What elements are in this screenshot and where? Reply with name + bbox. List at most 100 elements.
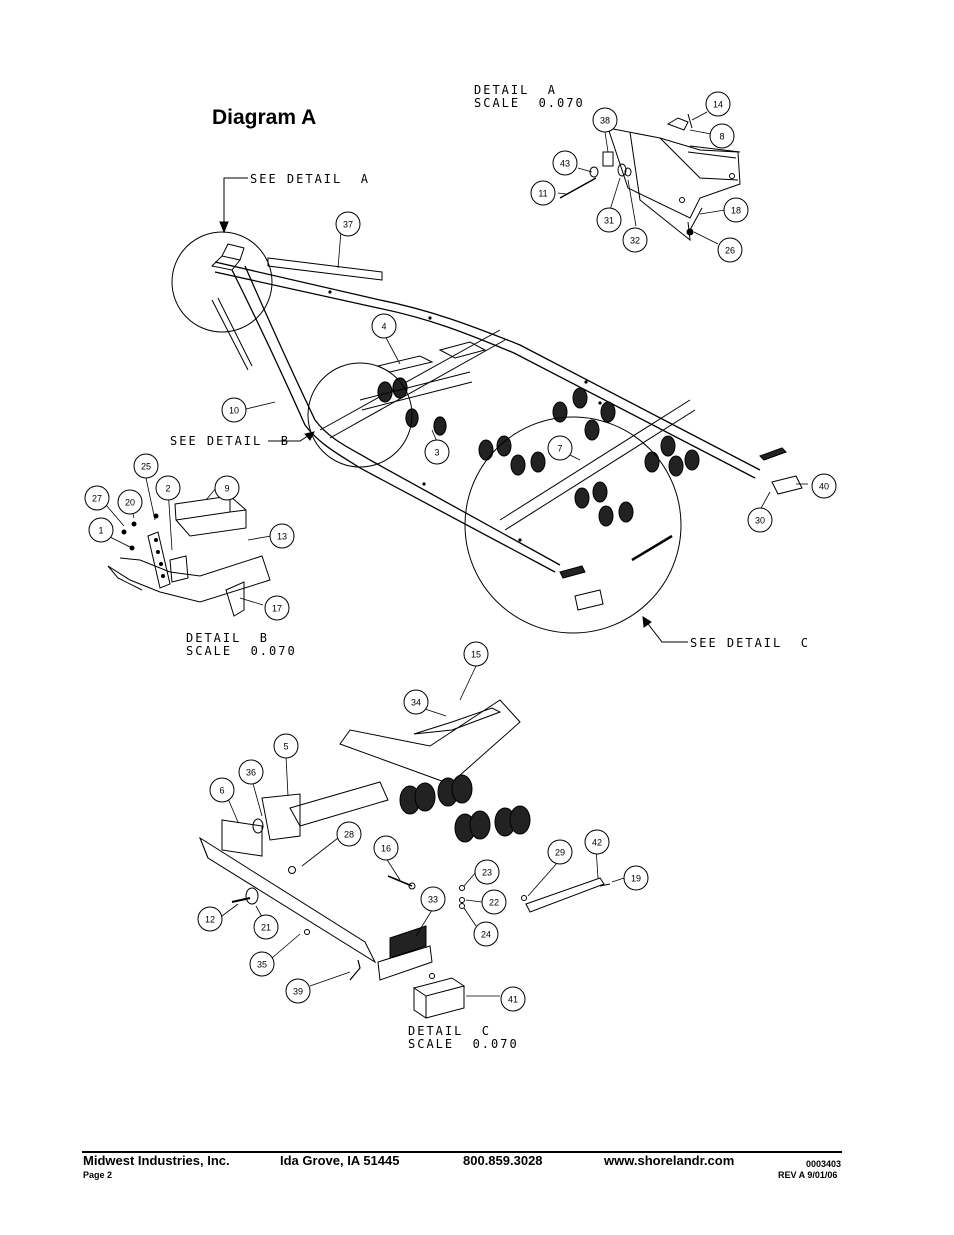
callout-label-13: 13: [277, 532, 287, 542]
callout-balloon-29: [547, 839, 573, 865]
callout-label-5: 5: [283, 742, 288, 752]
callout-balloon-4: [371, 313, 397, 339]
callout-label-26: 26: [725, 246, 735, 256]
callout-balloon-9: [214, 475, 240, 501]
detail-c-line1: DETAIL C: [408, 1024, 492, 1038]
callout-label-42: 42: [592, 838, 602, 848]
callout-balloon-12: [197, 906, 223, 932]
callout-label-3: 3: [434, 448, 439, 458]
callout-label-36: 36: [246, 768, 256, 778]
callout-label-38: 38: [600, 116, 610, 126]
callout-balloon-15: [463, 641, 489, 667]
callout-label-40: 40: [819, 482, 829, 492]
callout-label-2: 2: [165, 484, 170, 494]
callout-balloon-26: [717, 237, 743, 263]
callout-label-33: 33: [428, 895, 438, 905]
callout-label-29: 29: [555, 848, 565, 858]
callout-balloon-35: [249, 951, 275, 977]
detail-c-label: DETAIL C SCALE 0.070: [408, 1025, 519, 1051]
footer-doc-number: 0003403: [806, 1159, 842, 1169]
callout-label-6: 6: [219, 786, 224, 796]
detail-c-circle: [464, 416, 682, 634]
footer-city: Ida Grove, IA 51445: [280, 1153, 400, 1168]
callout-balloon-8: [709, 123, 735, 149]
callout-label-22: 22: [489, 898, 499, 908]
callout-balloon-24: [473, 921, 499, 947]
callout-label-16: 16: [381, 844, 391, 854]
callout-label-14: 14: [713, 100, 723, 110]
callout-balloon-25: [133, 453, 159, 479]
diagram-title: Diagram A: [212, 106, 317, 129]
detail-b-drawing: [107, 495, 271, 617]
detail-c-scale: SCALE 0.070: [408, 1037, 519, 1051]
callout-balloon-40: [811, 473, 837, 499]
callout-balloon-1: [88, 517, 114, 543]
callout-label-10: 10: [229, 406, 239, 416]
detail-b-line1: DETAIL B: [186, 631, 270, 645]
callout-balloon-42: [584, 829, 610, 855]
callout-balloon-21: [253, 914, 279, 940]
callout-label-27: 27: [92, 494, 102, 504]
callout-label-1: 1: [98, 526, 103, 536]
callout-balloon-33: [420, 886, 446, 912]
callout-balloon-37: [335, 211, 361, 237]
footer-phone: 800.859.3028: [463, 1153, 543, 1168]
callout-balloon-20: [117, 489, 143, 515]
detail-b-label: DETAIL B SCALE 0.070: [186, 632, 297, 658]
callout-balloon-6: [209, 777, 235, 803]
callout-balloon-2: [155, 475, 181, 501]
callout-label-17: 17: [272, 604, 282, 614]
callout-balloon-38: [592, 107, 618, 133]
detail-a-label: DETAIL A SCALE 0.070: [474, 84, 585, 110]
footer-company: Midwest Industries, Inc.: [83, 1153, 230, 1168]
footer-page: Page 2: [83, 1170, 113, 1180]
callout-balloon-16: [373, 835, 399, 861]
callout-balloon-43: [552, 150, 578, 176]
callout-label-31: 31: [604, 216, 614, 226]
callout-balloon-10: [221, 397, 247, 423]
callout-label-11: 11: [538, 189, 547, 199]
callout-balloon-7: [547, 435, 573, 461]
callout-balloon-36: [238, 759, 264, 785]
callout-balloon-11: [530, 180, 556, 206]
callout-label-12: 12: [205, 915, 215, 925]
detail-c-drawing: [198, 699, 611, 1019]
callout-label-24: 24: [481, 930, 491, 940]
callout-balloon-17: [264, 595, 290, 621]
callout-label-39: 39: [293, 987, 303, 997]
callout-balloon-13: [269, 523, 295, 549]
callout-label-4: 4: [381, 322, 386, 332]
callout-balloon-14: [705, 91, 731, 117]
callout-label-19: 19: [631, 874, 641, 884]
detail-b-circle: [307, 362, 413, 468]
detail-a-drawing: [559, 113, 741, 242]
callout-label-7: 7: [557, 444, 562, 454]
callout-label-32: 32: [630, 236, 640, 246]
callout-balloon-39: [285, 978, 311, 1004]
callout-balloon-27: [84, 485, 110, 511]
detail-a-scale: SCALE 0.070: [474, 96, 585, 110]
callout-label-25: 25: [141, 462, 151, 472]
see-detail-a: SEE DETAIL A: [250, 172, 370, 186]
callout-label-37: 37: [343, 220, 353, 230]
see-detail-b: SEE DETAIL B: [170, 434, 290, 448]
callout-balloon-23: [474, 859, 500, 885]
callout-label-9: 9: [224, 484, 229, 494]
footer-revision: REV A 9/01/06: [778, 1170, 838, 1180]
callout-balloon-41: [500, 986, 526, 1012]
footer-website[interactable]: www.shorelandr.com: [604, 1153, 735, 1168]
callout-balloon-18: [723, 197, 749, 223]
trailer-frame: [210, 243, 803, 611]
callout-balloon-30: [747, 507, 773, 533]
see-detail-c: SEE DETAIL C: [690, 636, 810, 650]
callout-balloon-5: [273, 733, 299, 759]
callout-label-20: 20: [125, 498, 135, 508]
callout-label-15: 15: [471, 650, 481, 660]
callout-balloon-32: [622, 227, 648, 253]
callout-label-35: 35: [257, 960, 267, 970]
detail-b-scale: SCALE 0.070: [186, 644, 297, 658]
callout-balloon-28: [336, 821, 362, 847]
